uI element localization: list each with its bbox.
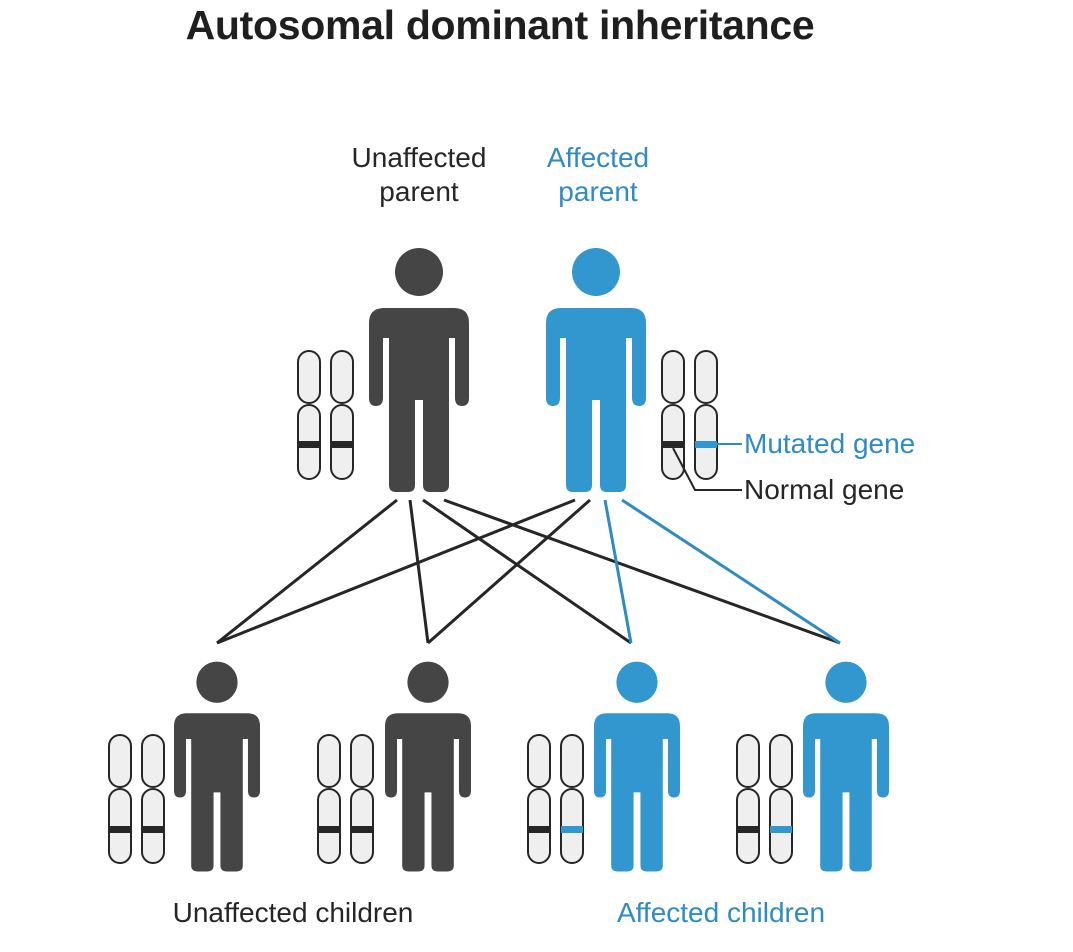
child-3-chromosomes [527,734,584,864]
unaffected-child-2-figure [385,661,471,872]
mutated-gene-band [561,826,583,833]
line-unaffected-parent-to-child-3 [422,498,632,645]
line-unaffected-parent-to-child-4 [443,498,841,645]
normal-gene-band [737,826,759,833]
chromosome [661,350,685,404]
mutated-gene-band [770,826,792,833]
line-unaffected-parent-to-child-2 [408,499,430,644]
normal-gene-band [298,441,320,448]
normal-gene-band [109,826,131,833]
affected-children-label: Affected children [616,897,826,928]
affected-parent-label-line1: Affected [546,142,650,173]
affected-parent-chromosomes [661,350,718,480]
line-affected-parent-normal-to-child-1 [216,498,576,645]
child-4-chromosomes [736,734,793,864]
gene-callout-lines [672,443,742,491]
chromosome [527,734,551,788]
normal-gene-label: Normal gene [744,474,905,505]
unaffected-children-label: Unaffected children [172,897,414,928]
line-affected-parent-mutated-to-child-4 [621,498,841,645]
child-2-chromosomes [317,734,374,864]
normal-gene-band [528,826,550,833]
page-title: Autosomal dominant inheritance [185,2,815,48]
unaffected-parent-chromosomes [297,350,354,480]
normal-gene-band [318,826,340,833]
line-affected-parent-normal-to-child-2 [427,498,591,645]
chromosome [108,734,132,788]
normal-gene-callout [672,447,742,491]
affected-child-2-figure [803,661,889,872]
affected-parent-label: Affected parent [498,141,698,209]
normal-gene-band [351,826,373,833]
unaffected-parent-figure [369,248,469,492]
child-1-chromosomes [108,734,165,864]
affected-child-1-figure [594,661,680,872]
unaffected-child-1-figure [174,661,260,872]
line-affected-parent-mutated-to-child-3 [603,499,633,644]
unaffected-parent-label-line2: parent [379,176,459,207]
normal-gene-band [331,441,353,448]
chromosome [350,734,374,788]
normal-gene-band [142,826,164,833]
unaffected-parent-label: Unaffected parent [319,141,519,209]
chromosome [330,350,354,404]
mutated-gene-label: Mutated gene [744,428,916,459]
affected-parent-figure [546,248,646,492]
mutated-gene-band [695,441,717,448]
chromosome [297,350,321,404]
chromosome [694,350,718,404]
chromosome [560,734,584,788]
chromosome [769,734,793,788]
unaffected-parent-label-line1: Unaffected [351,142,487,173]
chromosome [736,734,760,788]
chromosome [317,734,341,788]
normal-gene-band [662,441,684,448]
inheritance-lines [216,498,841,645]
chromosome [141,734,165,788]
affected-parent-label-line2: parent [558,176,638,207]
line-unaffected-parent-to-child-1 [216,498,398,645]
